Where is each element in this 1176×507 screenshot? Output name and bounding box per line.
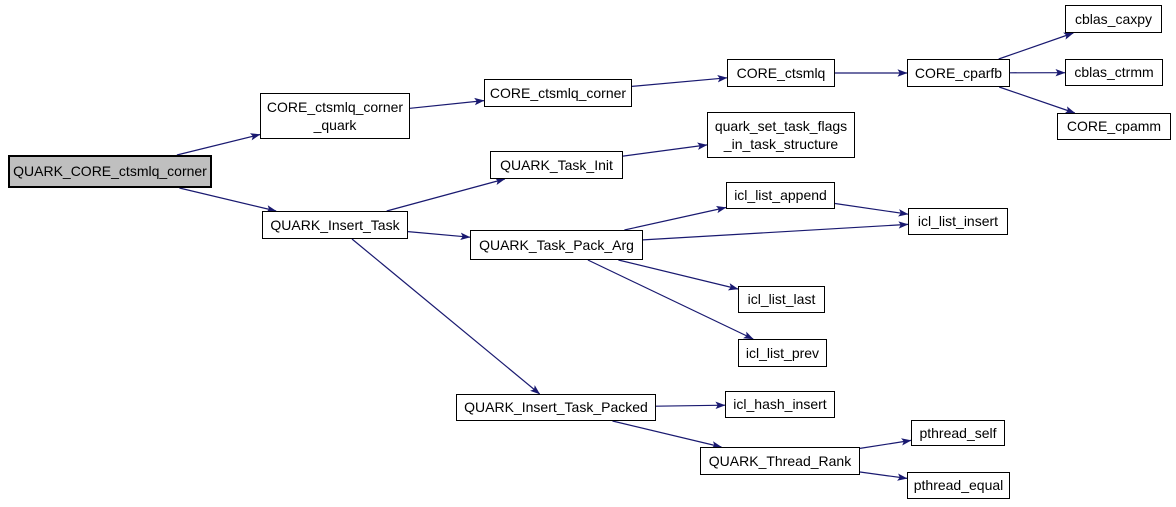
node-CORE_cparfb[interactable]: CORE_cparfb bbox=[907, 59, 1010, 87]
node-pthread_equal[interactable]: pthread_equal bbox=[907, 472, 1010, 499]
edge-QUARK_Thread_Rank-to-pthread_equal bbox=[859, 471, 908, 481]
edge-QUARK_Task_Pack_Arg-to-icl_list_prev bbox=[587, 259, 754, 340]
edge-QUARK_Task_Init-to-quark_set_task_flags_in_task_structure bbox=[622, 142, 708, 157]
edge-QUARK_Insert_Task-to-QUARK_Task_Init bbox=[386, 177, 506, 212]
edge-QUARK_Insert_Task_Packed-to-icl_hash_insert bbox=[655, 401, 726, 410]
node-QUARK_Task_Init[interactable]: QUARK_Task_Init bbox=[490, 151, 623, 179]
node-icl_hash_insert[interactable]: icl_hash_insert bbox=[725, 391, 835, 418]
edge-CORE_ctsmlq_corner-to-CORE_ctsmlq bbox=[631, 74, 728, 87]
edge-QUARK_Insert_Task_Packed-to-QUARK_Thread_Rank bbox=[612, 420, 722, 449]
edge-QUARK_Task_Pack_Arg-to-icl_list_insert bbox=[642, 221, 909, 241]
node-CORE_ctsmlq_corner_quark[interactable]: CORE_ctsmlq_corner _quark bbox=[260, 93, 410, 139]
node-cblas_caxpy[interactable]: cblas_caxpy bbox=[1065, 5, 1162, 33]
node-quark_set_task_flags_in_task_structure[interactable]: quark_set_task_flags _in_task_structure bbox=[707, 112, 855, 158]
node-icl_list_prev[interactable]: icl_list_prev bbox=[738, 339, 827, 367]
edge-QUARK_CORE_ctsmlq_corner-to-CORE_ctsmlq_corner_quark bbox=[176, 133, 261, 156]
node-QUARK_Task_Pack_Arg[interactable]: QUARK_Task_Pack_Arg bbox=[470, 230, 643, 260]
edge-CORE_cparfb-to-CORE_cpamm bbox=[999, 86, 1076, 114]
edge-CORE_ctsmlq_corner_quark-to-CORE_ctsmlq_corner bbox=[409, 97, 485, 109]
edge-QUARK_CORE_ctsmlq_corner-to-QUARK_Insert_Task bbox=[179, 187, 277, 213]
node-icl_list_last[interactable]: icl_list_last bbox=[738, 286, 825, 313]
node-pthread_self[interactable]: pthread_self bbox=[911, 420, 1005, 446]
node-CORE_ctsmlq_corner[interactable]: CORE_ctsmlq_corner bbox=[484, 79, 632, 107]
node-CORE_ctsmlq[interactable]: CORE_ctsmlq bbox=[727, 59, 835, 87]
node-QUARK_Insert_Task[interactable]: QUARK_Insert_Task bbox=[262, 211, 408, 239]
edge-QUARK_Thread_Rank-to-pthread_self bbox=[859, 438, 912, 449]
edge-QUARK_Insert_Task-to-QUARK_Insert_Task_Packed bbox=[351, 238, 541, 395]
node-icl_list_append[interactable]: icl_list_append bbox=[726, 182, 835, 209]
edge-CORE_cparfb-to-cblas_caxpy bbox=[998, 32, 1074, 60]
node-cblas_ctrmm[interactable]: cblas_ctrmm bbox=[1065, 59, 1163, 86]
node-QUARK_CORE_ctsmlq_corner: QUARK_CORE_ctsmlq_corner bbox=[8, 155, 212, 188]
node-icl_list_insert[interactable]: icl_list_insert bbox=[908, 208, 1008, 235]
node-QUARK_Thread_Rank[interactable]: QUARK_Thread_Rank bbox=[700, 447, 860, 475]
edge-QUARK_Task_Pack_Arg-to-icl_list_append bbox=[624, 205, 727, 231]
node-CORE_cpamm[interactable]: CORE_cpamm bbox=[1057, 113, 1171, 140]
edge-icl_list_append-to-icl_list_insert bbox=[834, 202, 909, 217]
edge-QUARK_Task_Pack_Arg-to-icl_list_last bbox=[618, 259, 739, 291]
node-QUARK_Insert_Task_Packed[interactable]: QUARK_Insert_Task_Packed bbox=[456, 394, 656, 421]
edge-QUARK_Insert_Task-to-QUARK_Task_Pack_Arg bbox=[407, 231, 471, 241]
